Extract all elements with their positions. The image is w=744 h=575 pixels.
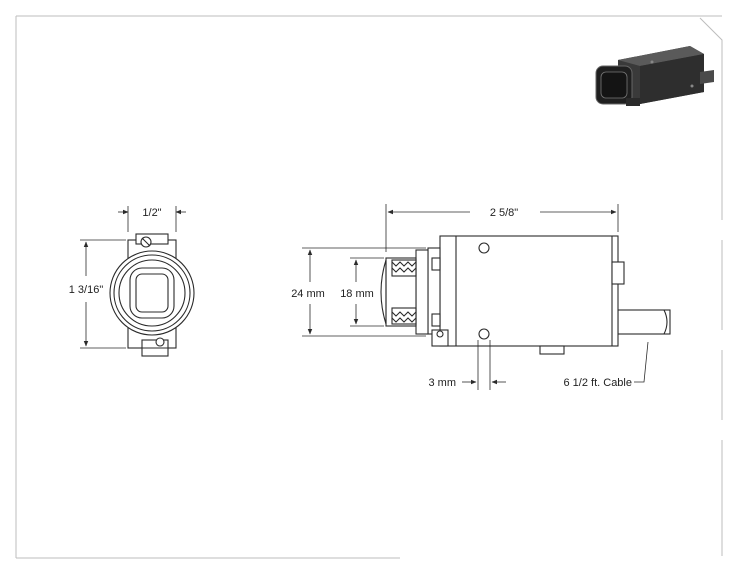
- dim-cable-length: 6 1/2 ft. Cable: [564, 377, 633, 389]
- product-photo: [595, 46, 714, 106]
- dim-front-height: 1 3/16": [69, 284, 104, 296]
- dim-front-width: 1/2": [142, 207, 161, 219]
- dim-side-length: 2 5/8": [490, 207, 518, 219]
- side-dimensions: [302, 204, 649, 390]
- dim-flange-gap: 3 mm: [429, 377, 457, 389]
- dim-outer-diameter: 24 mm: [291, 288, 325, 300]
- front-view: [109, 233, 195, 357]
- front-dimensions: [80, 206, 186, 349]
- dim-lens-diameter: 18 mm: [340, 288, 374, 300]
- side-view: [380, 235, 671, 355]
- drawing-frame: [15, 15, 723, 559]
